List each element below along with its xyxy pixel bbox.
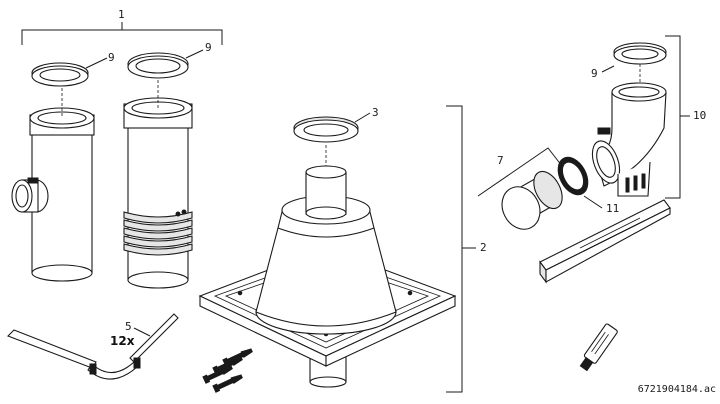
pipe-7	[477, 147, 563, 230]
seal-ring-middle	[127, 49, 204, 79]
seal-ring-right	[601, 42, 667, 73]
t-pipe-left	[11, 88, 95, 282]
roof-flashing	[198, 105, 476, 393]
group-1-bracket	[21, 22, 223, 45]
group-10-bracket	[665, 35, 690, 199]
pipe-clip	[7, 313, 179, 380]
label-group-10: 10	[693, 109, 707, 122]
support-rail	[539, 199, 671, 284]
label-seal-right: 9	[591, 67, 598, 80]
label-ring-11: 11	[606, 202, 620, 215]
label-pipe-7: 7	[497, 154, 504, 167]
label-seal-middle: 9	[205, 41, 212, 54]
label-ring-3: 3	[372, 106, 379, 119]
label-seal-left: 9	[108, 51, 115, 64]
lubricant-tube	[579, 323, 618, 372]
seal-ring-left	[31, 57, 108, 87]
label-group-1: 1	[118, 8, 125, 21]
telescopic-pipe	[123, 80, 193, 289]
label-clip-5: 5	[125, 320, 132, 333]
elbow-bend	[591, 64, 667, 197]
seal-ring-11	[557, 156, 603, 209]
seal-ring-3	[293, 112, 371, 168]
label-quantity: 12x	[110, 334, 135, 348]
label-group-2: 2	[480, 241, 487, 254]
document-id: 6721904184.ac	[637, 384, 716, 395]
screws	[202, 348, 253, 393]
